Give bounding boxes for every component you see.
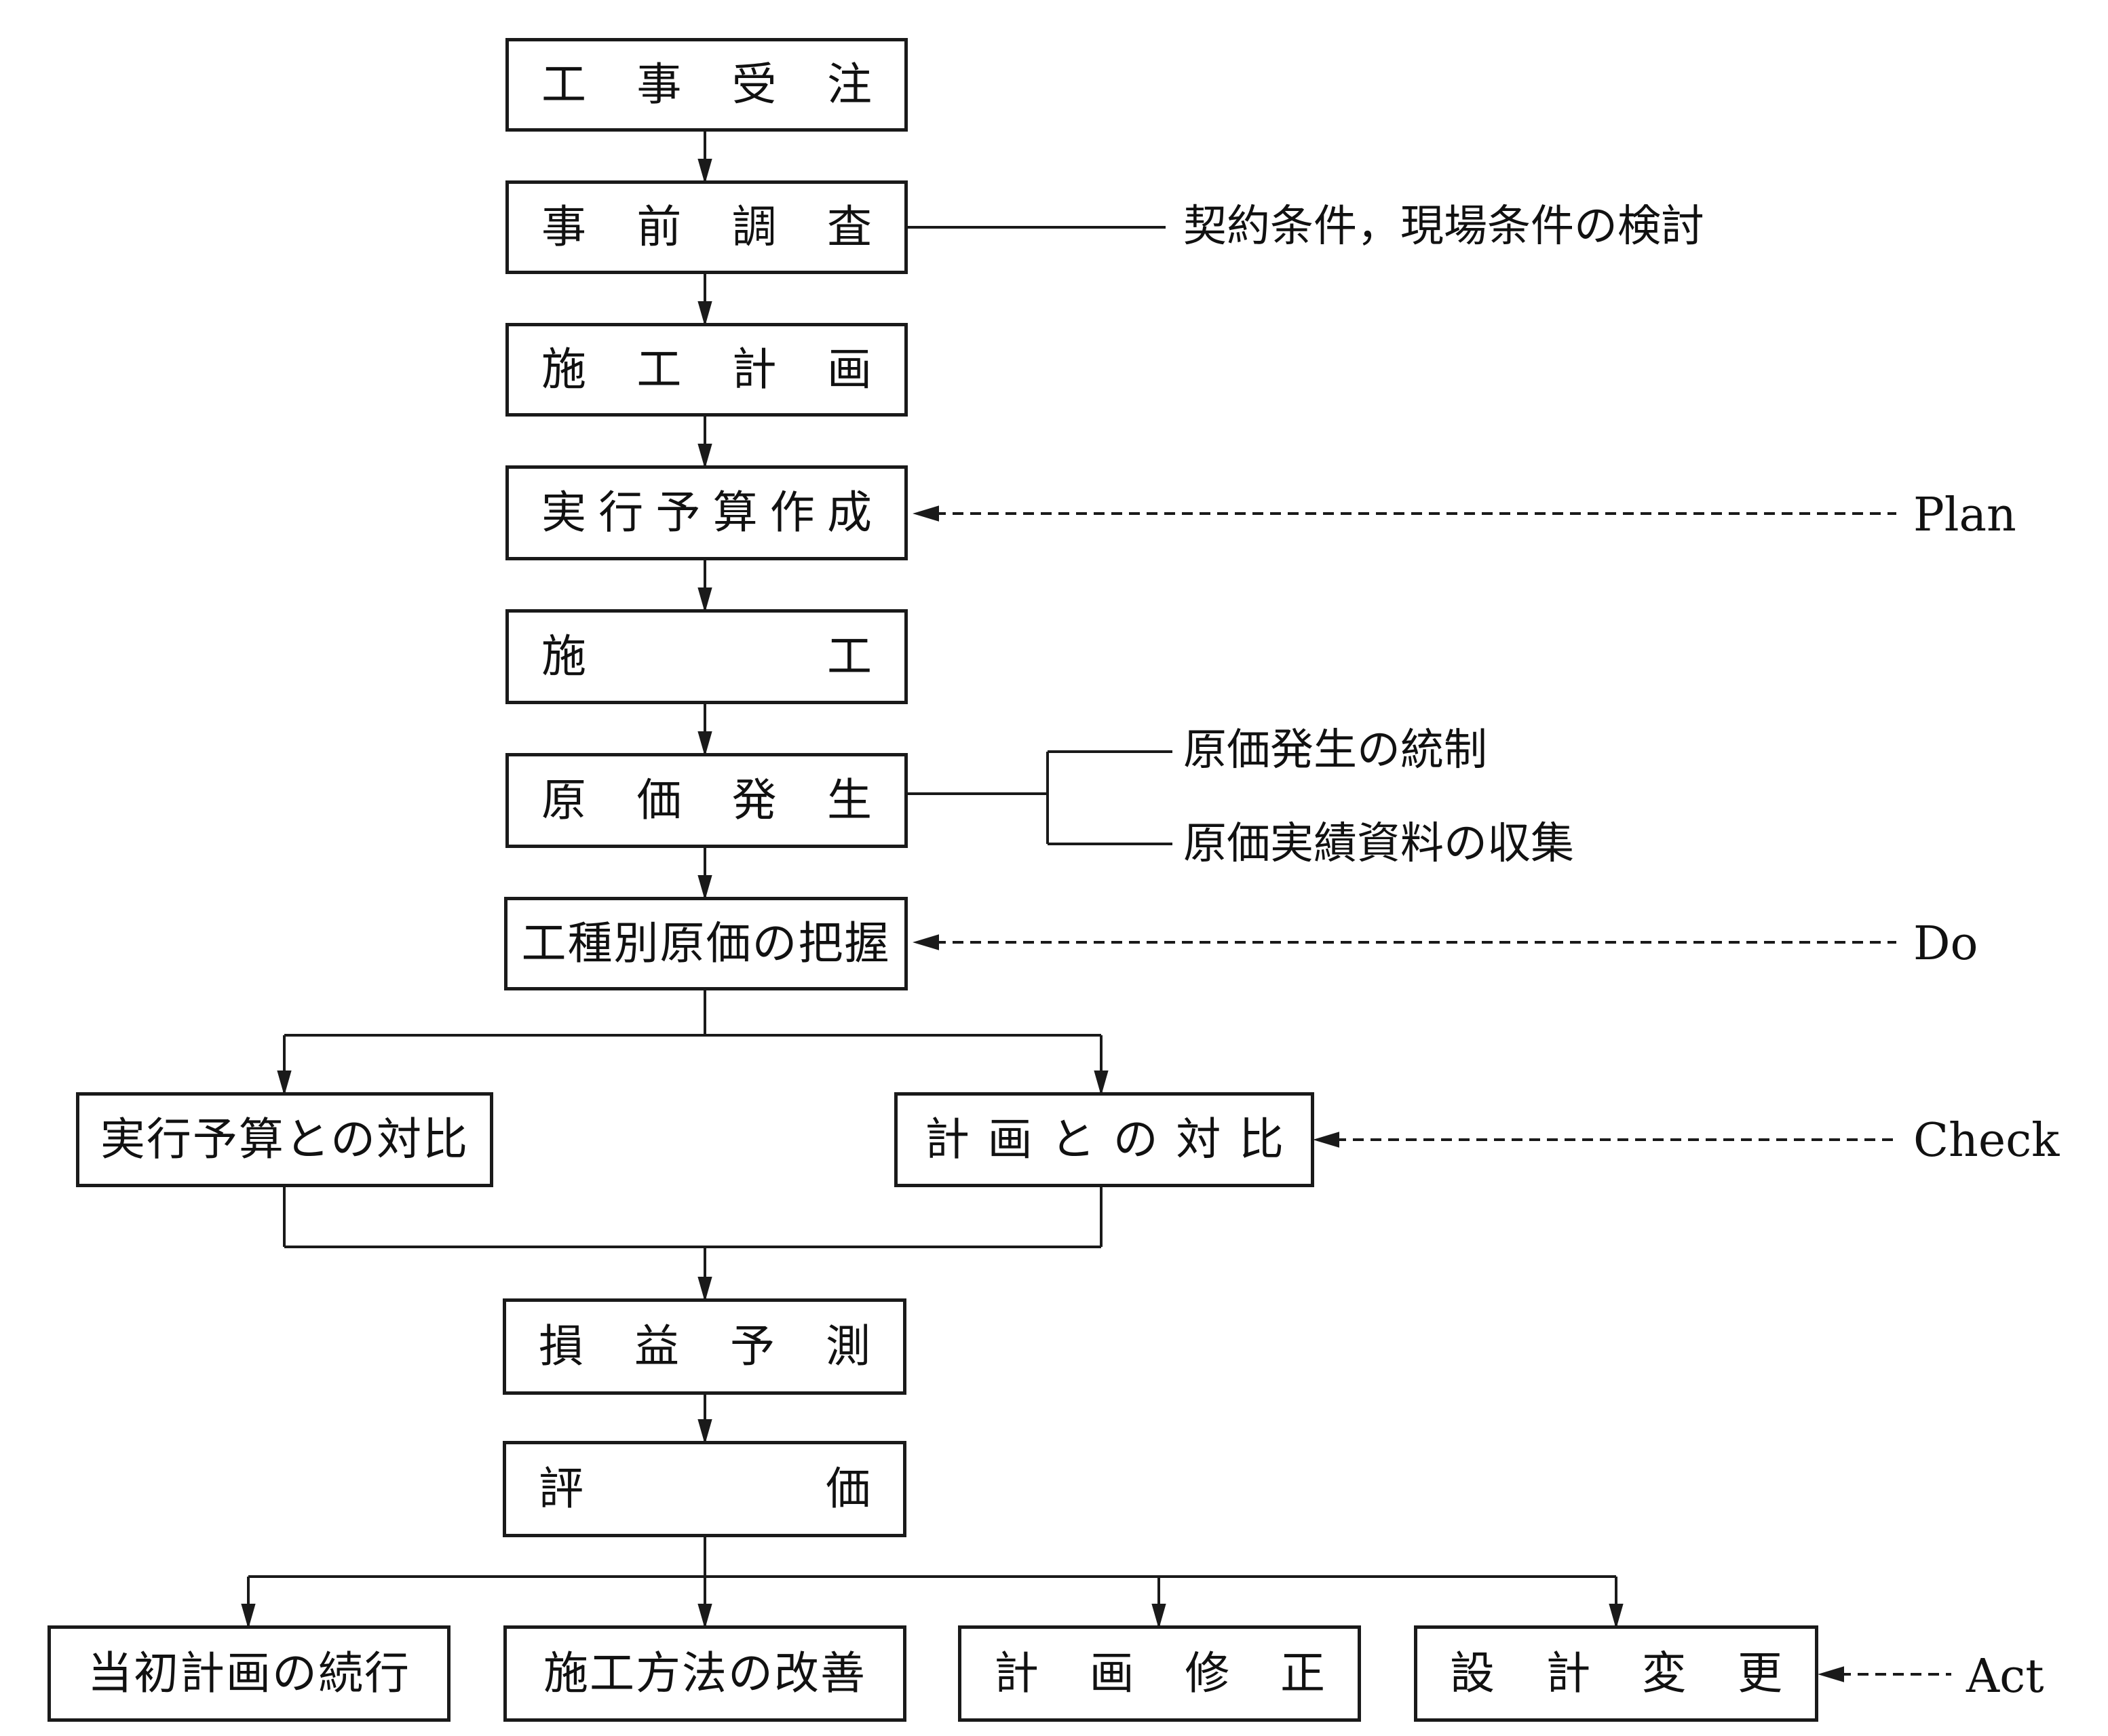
label-char: 損 [539, 1320, 583, 1372]
pdca-do-label: Do [1913, 917, 1978, 971]
label-char: 画 [987, 1113, 1033, 1165]
box-compare-budget: 実行予算との対比 [76, 1092, 493, 1187]
label-char: 成 [826, 486, 872, 539]
label-char: 工 [827, 630, 872, 682]
box-cost-occur: 原価発生 [505, 753, 908, 848]
label-char: 施 [541, 343, 586, 396]
label-char: 計 [1546, 1647, 1591, 1699]
box-design-change: 設計変更 [1414, 1625, 1818, 1722]
box-cost-grasp: 工種別原価の把握 [504, 897, 908, 990]
box-plan: 施工計画 [505, 323, 908, 417]
label-char: 受 [731, 58, 777, 111]
box-evaluate: 評価 [503, 1441, 906, 1537]
label-char: 測 [826, 1320, 870, 1372]
act-arrowhead [1818, 1666, 1844, 1682]
label-char: 行 [598, 486, 644, 539]
label-char: 対 [1176, 1113, 1221, 1165]
connector-split-compare [277, 990, 1109, 1096]
label-char: 工 [541, 58, 586, 111]
label-char: 調 [731, 201, 777, 253]
label-char: 発 [731, 774, 777, 826]
arrow-budget-to-construction [697, 560, 712, 613]
arrow-forecast-to-evaluate [697, 1395, 712, 1445]
pdca-act-label: Act [1966, 1650, 2044, 1703]
label-char: 生 [826, 774, 872, 826]
label-char: 予 [730, 1320, 775, 1372]
label-char: 更 [1737, 1647, 1782, 1699]
box-order: 工事受注 [505, 38, 908, 132]
label-char: 設 [1450, 1647, 1495, 1699]
box-improve: 施工方法の改善 [503, 1625, 906, 1722]
label-char: 変 [1641, 1647, 1687, 1699]
box-budget: 実行予算作成 [505, 465, 908, 560]
plan-arrowhead [913, 505, 939, 522]
box-forecast: 損益予測 [503, 1298, 906, 1395]
label-char: 正 [1280, 1647, 1325, 1699]
do-arrowhead [913, 934, 939, 950]
label-char: 修 [1185, 1647, 1230, 1699]
label-char: 施 [541, 630, 586, 682]
label-char: 評 [539, 1463, 583, 1515]
arrow-cost-occur-to-cost-grasp [697, 848, 712, 901]
pdca-connectors [935, 512, 1951, 1676]
label-char: 前 [636, 201, 682, 253]
label-char: 予 [655, 486, 701, 539]
note-cost-collect: 原価実績資料の収集 [1183, 819, 1574, 869]
arrow-construction-to-cost-occur [697, 704, 712, 757]
label-char: 画 [826, 343, 872, 396]
box-survey: 事前調査 [505, 180, 908, 274]
label-char: 計 [925, 1113, 970, 1165]
label-char: と [1050, 1113, 1096, 1165]
label-char: 注 [826, 58, 872, 111]
label-char: 比 [1238, 1113, 1284, 1165]
box-cost-grasp-label: 工種別原価の把握 [521, 917, 891, 969]
arrow-order-to-survey [697, 132, 712, 185]
pdca-plan-label: Plan [1913, 488, 2016, 542]
label-char: 価 [826, 1463, 870, 1515]
label-char: 価 [636, 774, 682, 826]
label-char: 計 [994, 1647, 1039, 1699]
box-continue-label: 当初計画の続行 [88, 1647, 410, 1699]
connector-split-actions [241, 1537, 1624, 1629]
box-compare-budget-label: 実行予算との対比 [100, 1113, 469, 1165]
label-char: 工 [636, 343, 682, 396]
label-char: 事 [636, 58, 682, 111]
label-char: 原 [541, 774, 586, 826]
label-char: 算 [712, 486, 758, 539]
box-revise: 計画修正 [958, 1625, 1361, 1722]
label-char: 査 [826, 201, 872, 253]
label-char: 益 [634, 1320, 679, 1372]
connector-cost-notes [907, 750, 1172, 845]
box-continue: 当初計画の続行 [47, 1625, 451, 1722]
arrow-plan-to-budget [697, 417, 712, 469]
label-char: 実 [541, 486, 586, 539]
label-char: 計 [731, 343, 777, 396]
box-improve-label: 施工方法の改善 [543, 1647, 866, 1699]
box-construction: 施工 [505, 609, 908, 704]
connector-merge-compare [283, 1187, 1103, 1303]
arrow-survey-to-plan [697, 274, 712, 327]
check-arrowhead [1313, 1132, 1339, 1148]
label-char: の [1113, 1113, 1158, 1165]
note-survey: 契約条件，現場条件の検討 [1183, 201, 1704, 252]
note-cost-control: 原価発生の統制 [1183, 725, 1487, 775]
box-compare-plan: 計画との対比 [894, 1092, 1314, 1187]
label-char: 事 [541, 201, 586, 253]
label-char: 画 [1089, 1647, 1134, 1699]
pdca-check-label: Check [1913, 1114, 2060, 1168]
label-char: 作 [769, 486, 815, 539]
